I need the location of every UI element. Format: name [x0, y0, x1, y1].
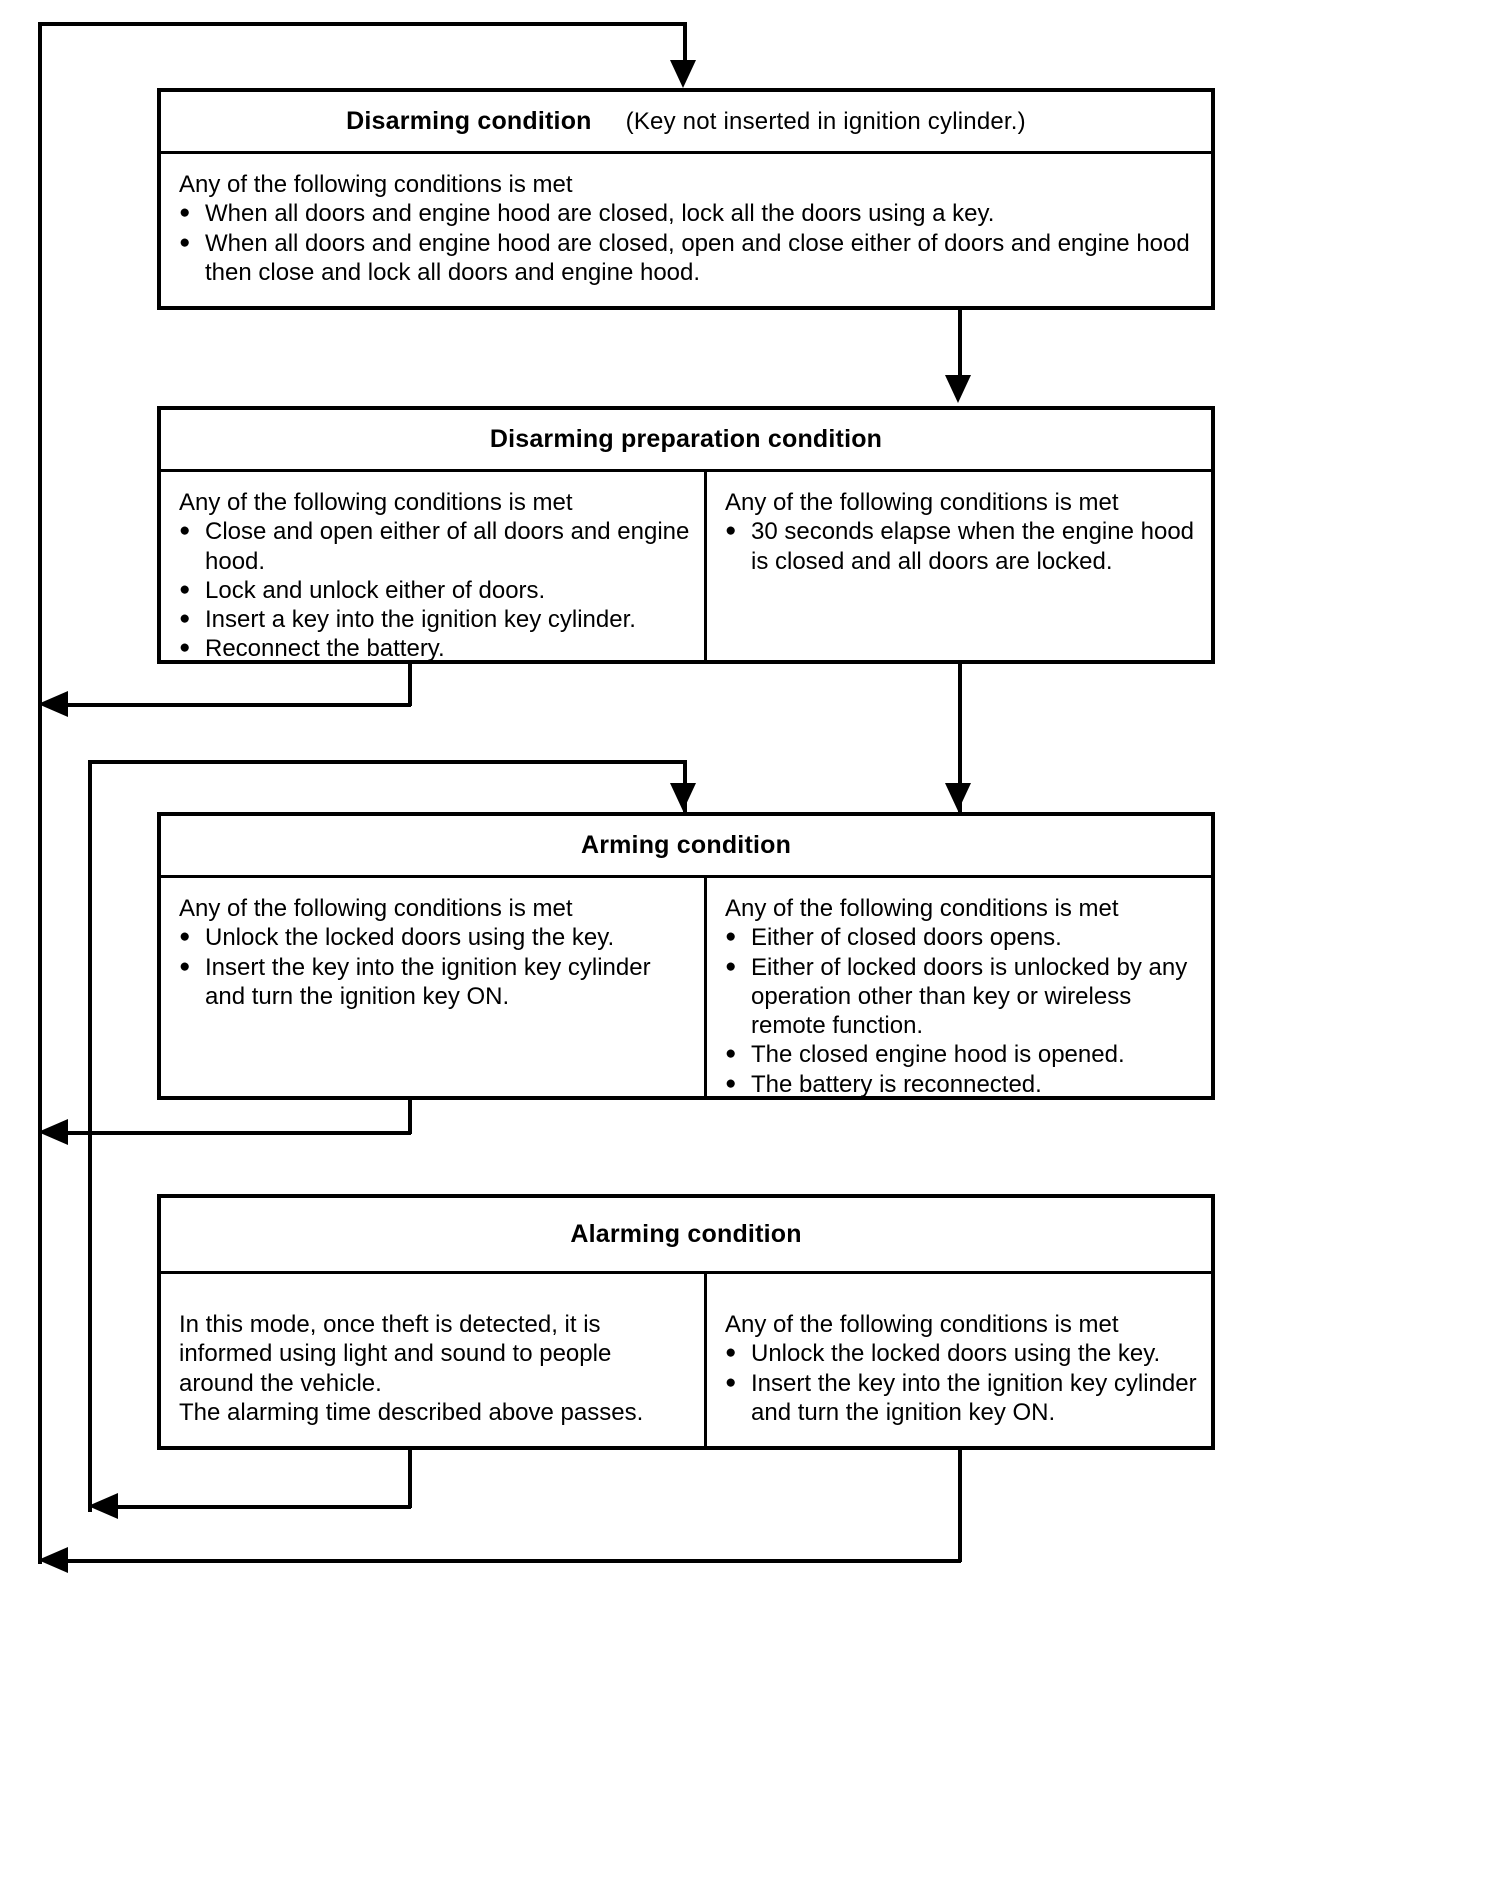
box-title-text: Disarming preparation condition [489, 425, 883, 453]
column-lead: Any of the following conditions is met [725, 1311, 1119, 1338]
connector-alarming-return-bus [88, 760, 92, 1512]
list-item: Insert the key into the ignition key cyl… [179, 953, 690, 1012]
connector-outer-left-bus [38, 22, 42, 1564]
column-bullet-list: 30 seconds elapse when the engine hood i… [725, 517, 1197, 576]
box-title-text: Arming condition [580, 831, 792, 859]
box-disarming-preparation-condition[interactable]: Disarming preparation condition Any of t… [157, 406, 1215, 664]
list-item: When all doors and engine hood are close… [179, 199, 1197, 228]
arrow-alarming-to-disarming [38, 1547, 68, 1573]
box-body-arming: Any of the following conditions is met U… [161, 878, 1211, 1099]
arrow-alarming-to-arming [88, 1493, 118, 1519]
column-bullet-list: Close and open either of all doors and e… [179, 517, 690, 663]
connector-prep-left-drop [408, 662, 412, 706]
column-lead: Any of the following conditions is met [179, 171, 573, 198]
list-item: Reconnect the battery. [179, 634, 690, 663]
column-paragraph: In this mode, once theft is detected, it… [179, 1311, 612, 1397]
list-item: Either of locked doors is unlocked by an… [725, 953, 1197, 1041]
column-lead: Any of the following conditions is met [179, 489, 573, 516]
box-column-left: Any of the following conditions is met U… [161, 878, 707, 1096]
connector-disarming-to-prep [958, 308, 962, 380]
connector-alarming-left-rail [114, 1505, 411, 1509]
connector-arming-left-drop [408, 1090, 412, 1134]
connector-prep-to-arming [958, 662, 962, 812]
box-column-right: Any of the following conditions is met U… [707, 1274, 1211, 1446]
box-column-right: Any of the following conditions is met 3… [707, 472, 1211, 660]
arrow-into-disarming [670, 60, 696, 88]
connector-top-drop [683, 22, 687, 74]
column-bullet-list: Either of closed doors opens. Either of … [725, 923, 1197, 1099]
column-bullet-list: Unlock the locked doors using the key. I… [179, 923, 690, 1011]
connector-alarming-right-drop [958, 1450, 962, 1562]
list-item: Unlock the locked doors using the key. [725, 1339, 1197, 1368]
connector-alarming-return-top-rail [88, 760, 683, 764]
column-lead: Any of the following conditions is met [179, 895, 573, 922]
box-title-disarming: Disarming condition (Key not inserted in… [161, 92, 1211, 154]
list-item: Close and open either of all doors and e… [179, 517, 690, 576]
connector-prep-left-rail [66, 703, 411, 707]
box-title-disarming-preparation: Disarming preparation condition [161, 410, 1211, 472]
box-title-alarming: Alarming condition [161, 1198, 1211, 1274]
box-body-disarming-preparation: Any of the following conditions is met C… [161, 472, 1211, 663]
box-column: Any of the following conditions is met W… [161, 154, 1211, 306]
list-item: Insert a key into the ignition key cylin… [179, 605, 690, 634]
box-title-arming: Arming condition [161, 816, 1211, 878]
connector-arming-left-rail [66, 1131, 411, 1135]
connector-alarming-right-rail [66, 1559, 961, 1563]
box-column-right: Any of the following conditions is met E… [707, 878, 1211, 1099]
box-title-text: Disarming condition [346, 107, 592, 135]
box-column-left: In this mode, once theft is detected, it… [161, 1274, 707, 1446]
arrow-prep-to-disarming [38, 691, 68, 717]
box-disarming-condition[interactable]: Disarming condition (Key not inserted in… [157, 88, 1215, 310]
box-body-alarming: In this mode, once theft is detected, it… [161, 1274, 1211, 1446]
column-lead: Any of the following conditions is met [725, 489, 1119, 516]
list-item: Either of closed doors opens. [725, 923, 1197, 952]
box-title-text: Alarming condition [570, 1220, 802, 1248]
list-item: 30 seconds elapse when the engine hood i… [725, 517, 1197, 576]
column-lead: Any of the following conditions is met [725, 895, 1119, 922]
list-item: The closed engine hood is opened. [725, 1040, 1197, 1069]
box-column-left: Any of the following conditions is met C… [161, 472, 707, 663]
arrow-arming-to-disarming [38, 1119, 68, 1145]
column-bullet-list: Unlock the locked doors using the key. I… [725, 1339, 1197, 1427]
list-item: Lock and unlock either of doors. [179, 576, 690, 605]
arrow-into-arming-right [945, 783, 971, 811]
list-item: When all doors and engine hood are close… [179, 229, 1197, 288]
list-item: Unlock the locked doors using the key. [179, 923, 690, 952]
box-body-disarming: Any of the following conditions is met W… [161, 154, 1211, 306]
connector-top-rail [38, 22, 686, 26]
connector-alarming-left-drop [408, 1450, 412, 1508]
column-paragraph: The alarming time described above passes… [179, 1398, 644, 1426]
list-item: The battery is reconnected. [725, 1070, 1197, 1099]
column-bullet-list: When all doors and engine hood are close… [179, 199, 1197, 287]
box-alarming-condition[interactable]: Alarming condition In this mode, once th… [157, 1194, 1215, 1450]
box-title-note: (Key not inserted in ignition cylinder.) [625, 107, 1026, 135]
arrow-into-disarming-preparation [945, 375, 971, 403]
box-arming-condition[interactable]: Arming condition Any of the following co… [157, 812, 1215, 1100]
list-item: Insert the key into the ignition key cyl… [725, 1369, 1197, 1428]
arrow-into-arming-left [670, 783, 696, 811]
